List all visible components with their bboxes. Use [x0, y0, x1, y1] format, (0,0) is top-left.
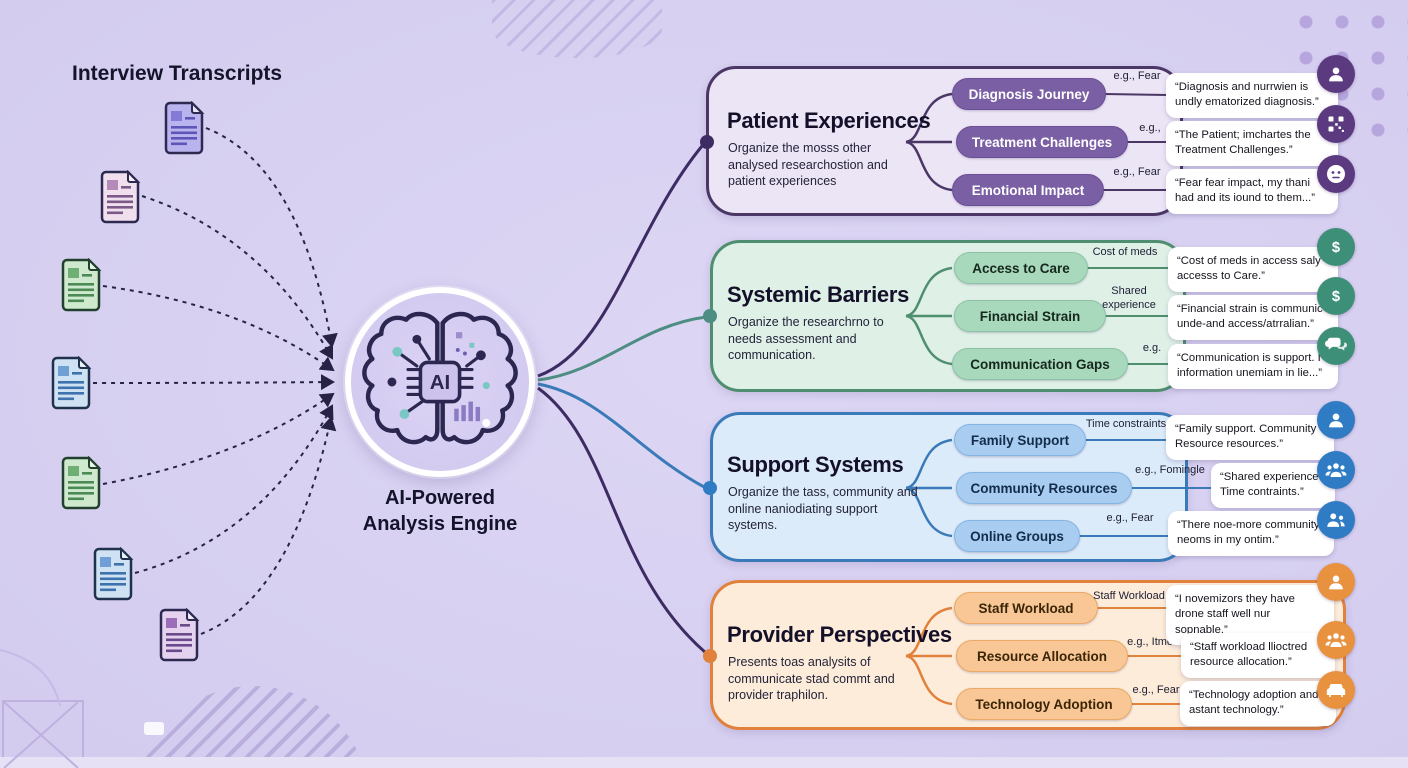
pill-communication-gaps: Communication Gaps: [952, 348, 1128, 380]
user-icon: [1317, 401, 1355, 439]
pill-staff-workload: Staff Workload: [954, 592, 1098, 624]
example-label: e.g.: [1142, 342, 1162, 354]
pill-emotional-impact: Emotional Impact: [952, 174, 1104, 206]
striped-circle-decoration: [137, 686, 369, 768]
transcript-document-icon: [49, 355, 93, 415]
transcript-document-icon: [162, 100, 206, 160]
dollar-icon: $: [1317, 277, 1355, 315]
pill-technology-adoption: Technology Adoption: [956, 688, 1132, 720]
panel-title: Provider Perspectives: [727, 622, 952, 647]
pill-access-to-care: Access to Care: [954, 252, 1088, 284]
panel-anchor-dot: [700, 135, 714, 149]
transcript-document-icon: [98, 169, 142, 229]
example-label: Shared experience: [1102, 285, 1156, 311]
ai-engine-icon: AI: [345, 287, 535, 477]
highlight-blob-decoration: [144, 722, 164, 735]
quote-card: “Staff workload llioctred resource alloc…: [1181, 633, 1335, 678]
pill-community-resources: Community Resources: [956, 472, 1132, 504]
neutral-face-icon: [1317, 155, 1355, 193]
example-label: e.g., Fomingle: [1135, 464, 1205, 476]
quote-card: “Communication is support. I information…: [1168, 344, 1338, 389]
panel-anchor-dot: [703, 481, 717, 495]
example-label: e.g.,: [1139, 122, 1161, 134]
panel-anchor-dot: [703, 649, 717, 663]
svg-text:$: $: [1332, 289, 1340, 305]
quote-card: “Diagnosis and nurrwien is undly ematori…: [1166, 73, 1338, 118]
quote-card: “Shared experience Time contraints.”: [1211, 463, 1335, 508]
transcripts-title: Interview Transcripts: [72, 62, 283, 85]
bottom-strip-decoration: [0, 757, 1408, 768]
couch-icon: [1317, 671, 1355, 709]
panel-description: Organize the tass, community and online …: [728, 485, 918, 532]
panel-anchor-dot: [703, 309, 717, 323]
engine-label-line2: Analysis Engine: [362, 513, 518, 535]
engine-label: AI-Powered Analysis Engine: [330, 485, 550, 537]
panel-title: Systemic Barriers: [727, 282, 910, 307]
pill-diagnosis-journey: Diagnosis Journey: [952, 78, 1106, 110]
transcript-document-icon: [91, 546, 135, 606]
example-label: Time constraints: [1085, 418, 1167, 430]
quote-card: “Financial strain is communic unde-and a…: [1168, 295, 1338, 340]
quote-card: “The Patient; imchartes the Treatment Ch…: [1166, 121, 1338, 166]
example-label: e.g., Fear: [1132, 684, 1180, 696]
quote-card: “Family support. Community Resource reso…: [1166, 415, 1334, 460]
diagonal-stripes-decoration: [492, 0, 662, 58]
svg-text:$: $: [1332, 240, 1340, 256]
quote-card: “There noe-more community neoms in my on…: [1168, 511, 1334, 556]
users-group-icon: [1317, 621, 1355, 659]
user-icon: [1317, 563, 1355, 601]
pill-financial-strain: Financial Strain: [954, 300, 1106, 332]
chat-bubbles-icon: [1317, 327, 1355, 365]
quote-card: “Fear fear impact, my thani had and its …: [1166, 169, 1338, 214]
user-pair-icon: [1317, 501, 1355, 539]
engine-label-line1: AI-Powered: [384, 487, 496, 509]
panel-description: Presents toas analysits of communicate s…: [728, 655, 895, 702]
panel-title: Patient Experiences: [727, 108, 931, 133]
panel-description: Organize the researchrno to needs assess…: [728, 315, 884, 362]
panel-description: Organize the mosss other analysed resear…: [728, 141, 888, 188]
pill-online-groups: Online Groups: [954, 520, 1080, 552]
pill-treatment-challenges: Treatment Challenges: [956, 126, 1128, 158]
example-label: e.g., Fear: [1113, 70, 1161, 82]
quote-card: “Cost of meds in access saly accesss to …: [1168, 247, 1338, 292]
user-icon: [1317, 55, 1355, 93]
ai-chip-label: AI: [430, 371, 450, 394]
dollar-icon: $: [1317, 228, 1355, 266]
example-label: e.g., Fear: [1113, 166, 1161, 178]
pill-family-support: Family Support: [954, 424, 1086, 456]
panel-title: Support Systems: [727, 452, 904, 477]
users-group-icon: [1317, 451, 1355, 489]
qr-grid-icon: [1317, 105, 1355, 143]
example-label: e.g., Fear: [1106, 512, 1154, 524]
example-label: Staff Workload: [1093, 590, 1165, 602]
quote-card: “Technology adoption and astant technolo…: [1180, 681, 1336, 726]
example-label: Cost of meds: [1092, 246, 1158, 258]
transcript-document-icon: [59, 257, 103, 317]
pill-resource-allocation: Resource Allocation: [956, 640, 1128, 672]
transcript-document-icon: [157, 607, 201, 667]
transcript-document-icon: [59, 455, 103, 515]
